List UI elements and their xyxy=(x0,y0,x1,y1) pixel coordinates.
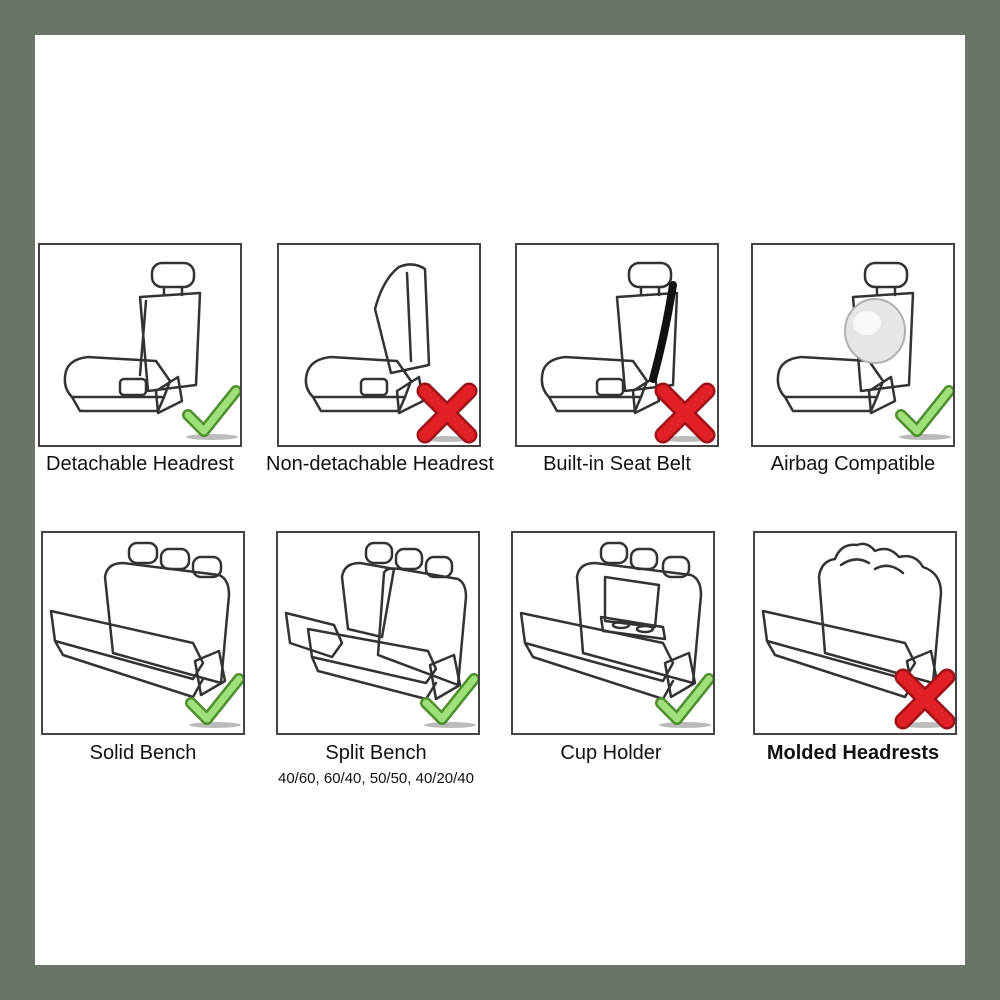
feature-label: Molded Headrests xyxy=(766,742,940,764)
bucket-seat-airbag-icon xyxy=(776,261,915,415)
feature-label: Built-in Seat Belt xyxy=(543,453,691,475)
feature-panel: Detachable Headrest Non-detachable Headr… xyxy=(35,35,965,965)
feature-card-cup-holder xyxy=(511,531,715,735)
feature-card-non-detachable-headrest xyxy=(277,243,481,447)
feature-card-split-bench xyxy=(276,531,480,735)
bucket-seat-detachable-headrest-icon xyxy=(63,261,202,415)
check-icon xyxy=(182,385,240,440)
check-icon xyxy=(655,673,713,728)
feature-label: Non-detachable Headrest xyxy=(266,453,494,475)
bucket-seat-seatbelt-icon xyxy=(540,261,679,415)
feature-label: Split Bench xyxy=(325,742,427,764)
check-icon xyxy=(185,673,243,728)
bucket-seat-integrated-headrest-icon xyxy=(304,263,431,415)
feature-card-molded-headrests xyxy=(753,531,957,735)
feature-card-airbag-compatible xyxy=(751,243,955,447)
feature-label: Detachable Headrest xyxy=(46,453,234,475)
split-bench-seat-icon xyxy=(284,541,468,701)
check-icon xyxy=(895,385,953,440)
feature-sublabel: 40/60, 60/40, 50/50, 40/20/40 xyxy=(277,770,474,787)
feature-card-solid-bench xyxy=(41,531,245,735)
feature-card-built-in-seat-belt xyxy=(515,243,719,447)
feature-label: Cup Holder xyxy=(560,742,662,764)
bench-cup-holder-icon xyxy=(519,541,703,701)
cross-icon xyxy=(894,668,955,730)
solid-bench-seat-icon xyxy=(49,541,231,699)
feature-label: Airbag Compatible xyxy=(770,453,936,475)
feature-label: Solid Bench xyxy=(89,742,197,764)
cross-icon xyxy=(654,382,716,444)
cross-icon xyxy=(416,382,478,444)
check-icon xyxy=(420,673,478,728)
feature-card-detachable-headrest xyxy=(38,243,242,447)
